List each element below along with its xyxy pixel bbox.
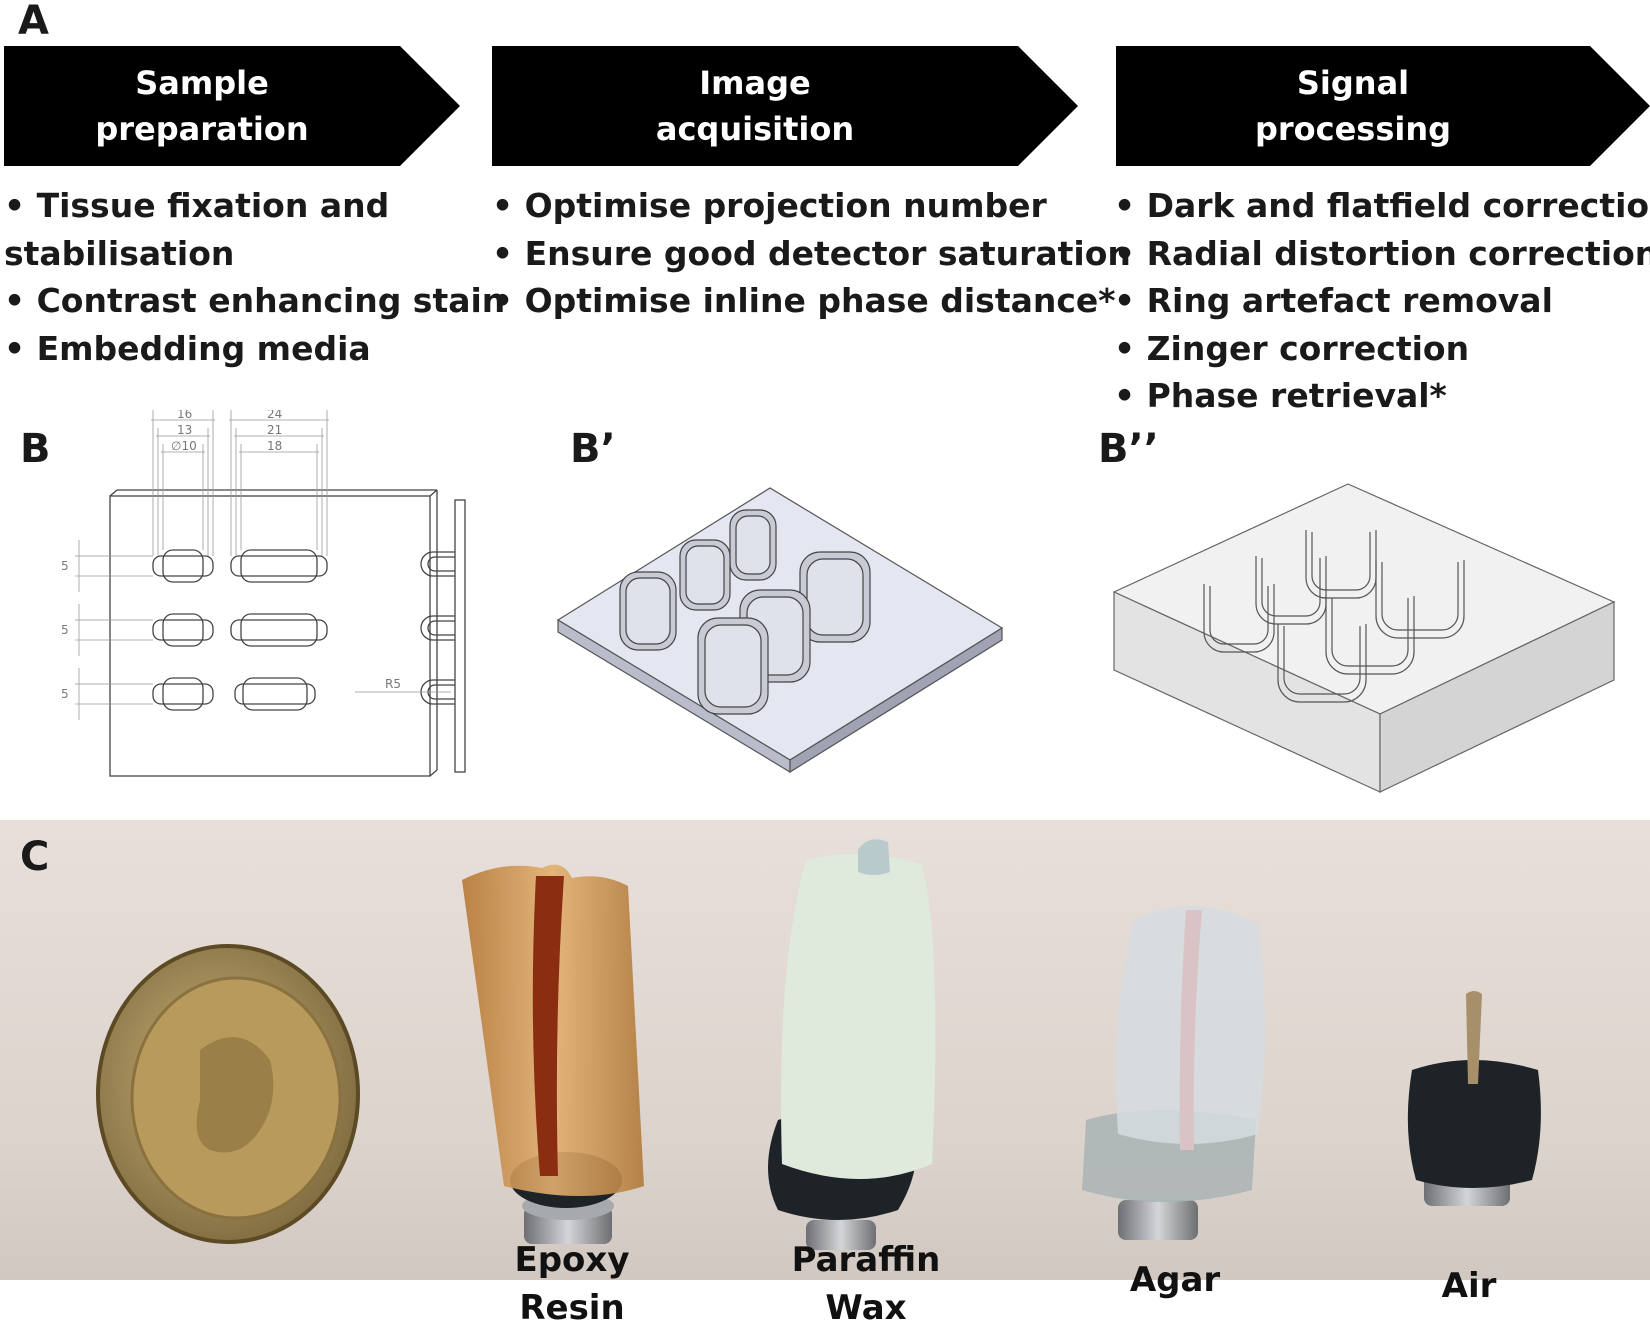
epoxy-resin-sample [462,864,644,1244]
label-paraffin-wax: Paraffin Wax [791,1240,941,1328]
list-item: Radial distortion correction [1114,230,1650,278]
dimension-label: 5 [61,559,69,573]
list-item: Zinger correction [1114,325,1650,373]
dimension-label: 5 [61,687,69,701]
signal-processing-arrow: Signal processing [1116,46,1650,166]
dimension-label: 24 [267,410,282,421]
sample-preparation-list: Tissue fixation and stabilisation Contra… [4,182,505,372]
dimension-label: ∅10 [171,439,197,453]
mould-technical-drawing: 16 13 ∅10 24 21 18 5 5 5 R5 [61,410,466,777]
mould-3d-render [556,487,1004,774]
air-sample [1407,991,1541,1206]
pound-coin [96,944,360,1244]
list-item-continuation: stabilisation [4,233,235,273]
label-epoxy-resin: Epoxy Resin [514,1240,630,1328]
dimension-label: 5 [61,623,69,637]
list-item: Phase retrieval* [1114,372,1650,420]
panel-label-c: C [20,834,50,880]
image-acquisition-arrow: Image acquisition [492,46,1078,166]
list-item: Ring artefact removal [1114,277,1650,325]
arrow-title-line1: Sample [135,64,269,102]
list-item: Dark and flatfield corrections [1114,182,1650,230]
dimension-label: 16 [177,410,192,421]
list-item: Optimise inline phase distance* [492,277,1131,325]
list-item: Optimise projection number [492,182,1131,230]
arrow-title-line2: preparation [95,110,309,148]
dimension-label: R5 [385,677,401,691]
dimension-label: 13 [177,423,192,437]
arrow-title-line2: processing [1254,110,1452,148]
arrow-title-line1: Signal [1296,64,1410,102]
label-air: Air [1441,1266,1497,1306]
list-item: Embedding media [4,325,505,373]
sample-preparation-arrow: Sample preparation [4,46,460,166]
dimension-label: 21 [267,423,282,437]
signal-processing-list: Dark and flatfield corrections Radial di… [1114,182,1650,420]
image-acquisition-list: Optimise projection number Ensure good d… [492,182,1131,325]
arrow-title-line1: Image [699,64,811,102]
list-item: Tissue fixation and [4,182,505,230]
panel-label-b-prime: B’ [570,426,616,472]
agar-sample [1082,905,1265,1240]
list-item: Contrast enhancing stain [4,277,506,325]
dimension-label: 18 [267,439,282,453]
embedding-block-render [1112,483,1616,793]
paraffin-wax-sample [768,839,936,1250]
arrow-title-line2: acquisition [655,110,855,148]
sample-photograph [0,820,1650,1280]
panel-label-b: B [20,426,51,472]
panel-label-b-double-prime: B’’ [1098,426,1159,472]
label-agar: Agar [1129,1260,1221,1300]
list-item: Ensure good detector saturation [492,230,1131,278]
panel-label-a: A [18,0,49,44]
